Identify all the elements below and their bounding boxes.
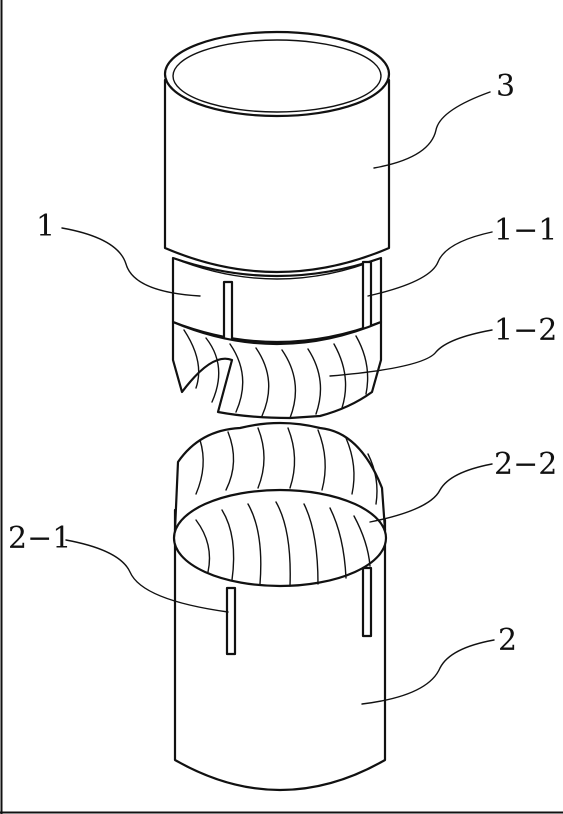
lower-helical-teeth-2-2 [172, 421, 388, 588]
leader-3 [373, 91, 491, 169]
lower-slots-2-1 [225, 566, 373, 656]
label-1: 1 [36, 209, 55, 244]
upper-helical-teeth-1-2 [171, 320, 383, 420]
label-2-1: 2−1 [8, 521, 71, 556]
leader-1 [61, 227, 201, 297]
label-2: 2 [498, 623, 517, 658]
leader-lines [61, 91, 495, 705]
label-2-2: 2−2 [494, 447, 557, 482]
label-1-2: 1−2 [494, 313, 557, 348]
leader-2 [361, 639, 495, 705]
leader-1-1 [367, 231, 493, 297]
label-3: 3 [496, 69, 515, 104]
leader-2-1 [65, 539, 229, 613]
label-1-1: 1−1 [494, 213, 557, 248]
leader-1-2 [329, 329, 493, 377]
upper-tube-3 [163, 30, 391, 274]
part-labels: 3 1 1−1 1−2 2−2 2−1 2 [8, 69, 557, 658]
leader-2-2 [369, 463, 493, 523]
